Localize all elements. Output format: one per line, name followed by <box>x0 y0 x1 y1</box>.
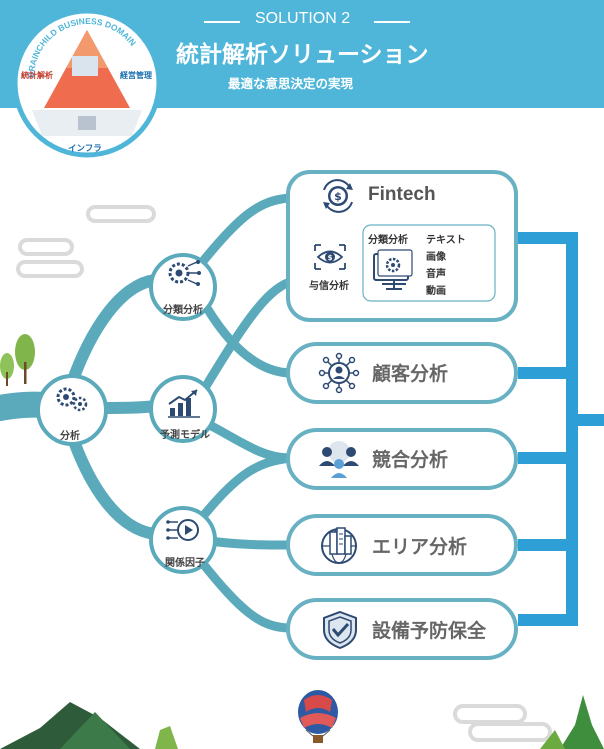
page-subtitle: 最適な意思決定の実現 <box>228 76 354 91</box>
customer-network-icon <box>318 352 360 394</box>
node-root-circle <box>36 374 108 446</box>
tree-decor-left <box>0 334 35 386</box>
credit-analysis-label: 与信分析 <box>309 281 349 292</box>
hot-air-balloon-decor <box>298 690 338 743</box>
fintech-item-text: テキスト <box>426 235 466 246</box>
fintech-item-video: 動画 <box>426 286 446 297</box>
title-rule-left <box>204 21 240 23</box>
dollar-coin-icon: $ <box>318 178 358 214</box>
node-factors-label: 関係因子 <box>165 558 205 569</box>
hill-decor <box>0 695 604 749</box>
fintech-inner-title: 分類分析 <box>368 235 408 246</box>
title-rule-right <box>374 21 410 23</box>
branch-lines <box>0 193 295 633</box>
growth-chart-icon <box>167 388 201 418</box>
fintech-inner-box <box>362 224 496 302</box>
card-area-label: エリア分析 <box>372 536 468 558</box>
right-bracket <box>518 232 604 626</box>
card-customer-frame <box>286 342 518 404</box>
badge-right-label: 経営管理 <box>120 71 152 80</box>
card-maintenance-label: 設備予防保全 <box>372 620 487 642</box>
node-factors-circle <box>149 506 217 574</box>
node-classification-label: 分類分析 <box>163 305 203 316</box>
monitor-gear-icon <box>372 248 416 294</box>
page-title: 統計解析ソリューション <box>176 42 429 68</box>
card-competitor-label: 競合分析 <box>372 449 449 471</box>
fintech-item-image: 画像 <box>426 252 446 263</box>
circuit-arrows-icon <box>166 514 202 546</box>
shield-check-icon <box>320 610 360 650</box>
node-prediction-label: 予測モデル <box>160 430 210 441</box>
card-customer-label: 顧客分析 <box>372 363 449 385</box>
cloud-decor <box>16 205 552 742</box>
fintech-item-audio: 音声 <box>426 269 446 280</box>
svg-text:$: $ <box>334 190 342 203</box>
badge-left-label: 統計解析 <box>21 71 53 80</box>
fintech-title: Fintech <box>368 184 436 205</box>
area-globe-icon <box>318 524 360 568</box>
section-label: SOLUTION 2 <box>255 10 351 27</box>
brainchild-badge: BRAINCHILD BUSINESS DOMAIN 統計解析 経営管理 インフ… <box>12 8 162 158</box>
gear-network-icon <box>166 258 202 288</box>
node-root-label: 分析 <box>60 431 80 442</box>
eye-scan-icon: $ <box>312 242 348 272</box>
badge-bottom-label: インフラ <box>68 144 102 154</box>
gears-icon <box>52 384 92 414</box>
competitors-icon <box>318 440 360 478</box>
svg-text:$: $ <box>328 254 333 262</box>
